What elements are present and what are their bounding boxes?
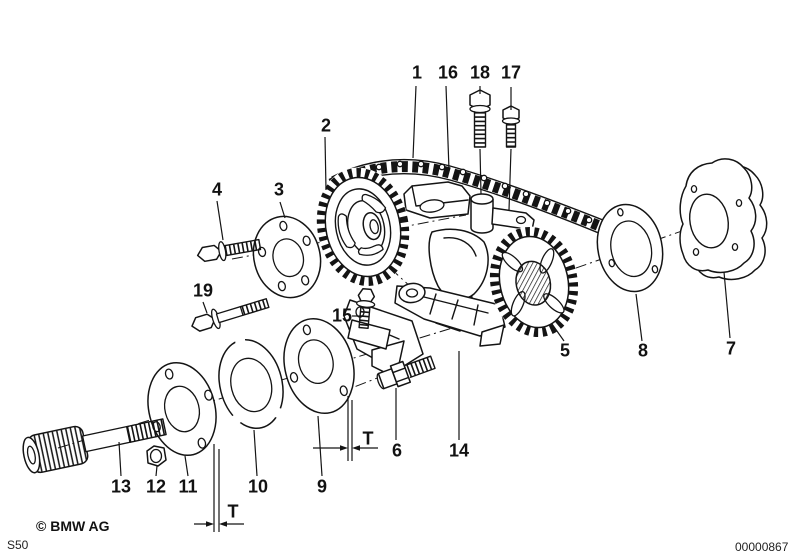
shim-disc-9	[283, 317, 355, 415]
callout-17: 17	[500, 62, 522, 83]
model-code: S50	[7, 538, 29, 552]
slotted-disc-10	[218, 332, 288, 431]
callout-18: 18	[469, 62, 491, 83]
callout-leader-lines	[118, 85, 731, 477]
mounting-bolt-18	[469, 89, 491, 148]
callout-2: 2	[320, 115, 332, 136]
flange-bolt-4	[196, 238, 262, 263]
callout-8: 8	[637, 340, 649, 361]
dimension-thickness-upper	[313, 396, 378, 461]
callout-15: 15	[331, 305, 353, 326]
callout-5: 5	[559, 340, 571, 361]
callout-4: 4	[211, 179, 223, 200]
callout-14: 14	[448, 440, 470, 461]
threaded-adapter-6	[376, 355, 436, 390]
tensioner-cylinder	[470, 193, 535, 234]
callout-19: 19	[192, 280, 214, 301]
callout-12: 12	[145, 476, 167, 497]
knurled-stud-13	[22, 418, 167, 474]
nut-12	[146, 445, 167, 467]
drawing-number: 00000867	[735, 540, 789, 554]
camshaft-sprocket	[316, 167, 410, 287]
callout-7: 7	[725, 338, 737, 359]
chain-guide-block	[403, 181, 471, 219]
callout-10: 10	[247, 476, 269, 497]
callout-9: 9	[316, 476, 328, 497]
callout-3: 3	[273, 179, 285, 200]
callout-13: 13	[110, 476, 132, 497]
callout-6: 6	[391, 440, 403, 461]
dimension-thickness-lower	[194, 444, 244, 532]
dimension-label-lower: T	[227, 501, 239, 522]
crankshaft-sprocket	[489, 226, 579, 338]
mounting-bolt-17	[501, 105, 521, 148]
long-bolt-19	[191, 298, 270, 332]
sprocket-flange-3	[252, 215, 322, 299]
pivot-bolt-15	[347, 287, 391, 350]
end-cover-7	[679, 158, 768, 281]
callout-11: 11	[178, 476, 198, 497]
callout-1: 1	[411, 62, 423, 83]
dimension-label-upper: T	[362, 428, 374, 449]
flange-ring-8	[596, 203, 664, 293]
callout-16: 16	[437, 62, 459, 83]
shim-disc-11	[147, 361, 217, 457]
copyright-notice: © BMW AG	[36, 518, 110, 534]
